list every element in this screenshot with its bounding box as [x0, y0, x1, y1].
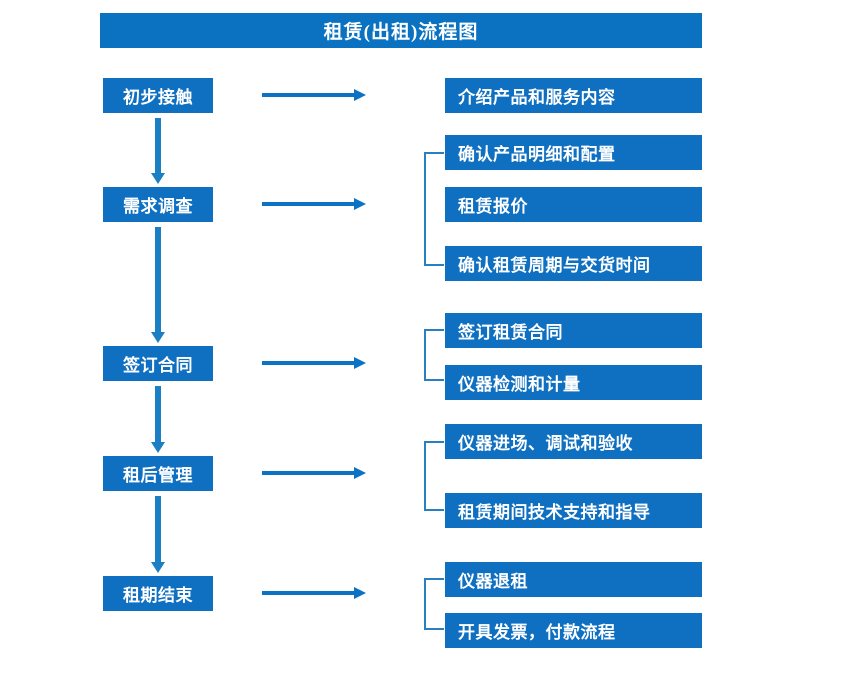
detail-box-confirm-term-delivery[interactable]: 确认租赁周期与交货时间 [445, 246, 702, 281]
detail-box-confirm-spec-config[interactable]: 确认产品明细和配置 [445, 135, 702, 170]
detail-box-invoice-payment[interactable]: 开具发票，付款流程 [445, 613, 702, 648]
stage-box-needs-survey[interactable]: 需求调查 [103, 187, 213, 222]
page-title: 租赁(出租)流程图 [100, 13, 702, 48]
detail-box-instrument-inspection[interactable]: 仪器检测和计量 [445, 365, 702, 400]
bracket-group-sign-contract [424, 329, 444, 381]
bracket-group-post-rental-mgmt [424, 441, 444, 511]
horizontal-arrow-5 [262, 586, 366, 600]
detail-box-introduce-products[interactable]: 介绍产品和服务内容 [445, 78, 702, 113]
detail-box-tech-support[interactable]: 租赁期间技术支持和指导 [445, 493, 702, 528]
detail-box-sign-rental-contract[interactable]: 签订租赁合同 [445, 313, 702, 348]
vertical-arrow-1 [151, 118, 165, 184]
horizontal-arrow-4 [262, 466, 366, 480]
bracket-group-needs-survey [424, 152, 444, 266]
stage-box-post-rental-mgmt[interactable]: 租后管理 [103, 456, 213, 491]
horizontal-arrow-3 [262, 356, 366, 370]
stage-box-sign-contract[interactable]: 签订合同 [103, 346, 213, 381]
vertical-arrow-2 [151, 227, 165, 343]
detail-box-instrument-return[interactable]: 仪器退租 [445, 562, 702, 597]
stage-box-lease-end[interactable]: 租期结束 [103, 576, 213, 611]
horizontal-arrow-2 [262, 197, 366, 211]
bracket-group-lease-end [424, 578, 444, 630]
vertical-arrow-4 [151, 496, 165, 573]
horizontal-arrow-1 [262, 88, 366, 102]
detail-box-rental-quote[interactable]: 租赁报价 [445, 187, 702, 222]
detail-box-instrument-entry-commission[interactable]: 仪器进场、调试和验收 [445, 424, 702, 459]
vertical-arrow-3 [151, 386, 165, 453]
stage-box-initial-contact[interactable]: 初步接触 [103, 78, 213, 113]
